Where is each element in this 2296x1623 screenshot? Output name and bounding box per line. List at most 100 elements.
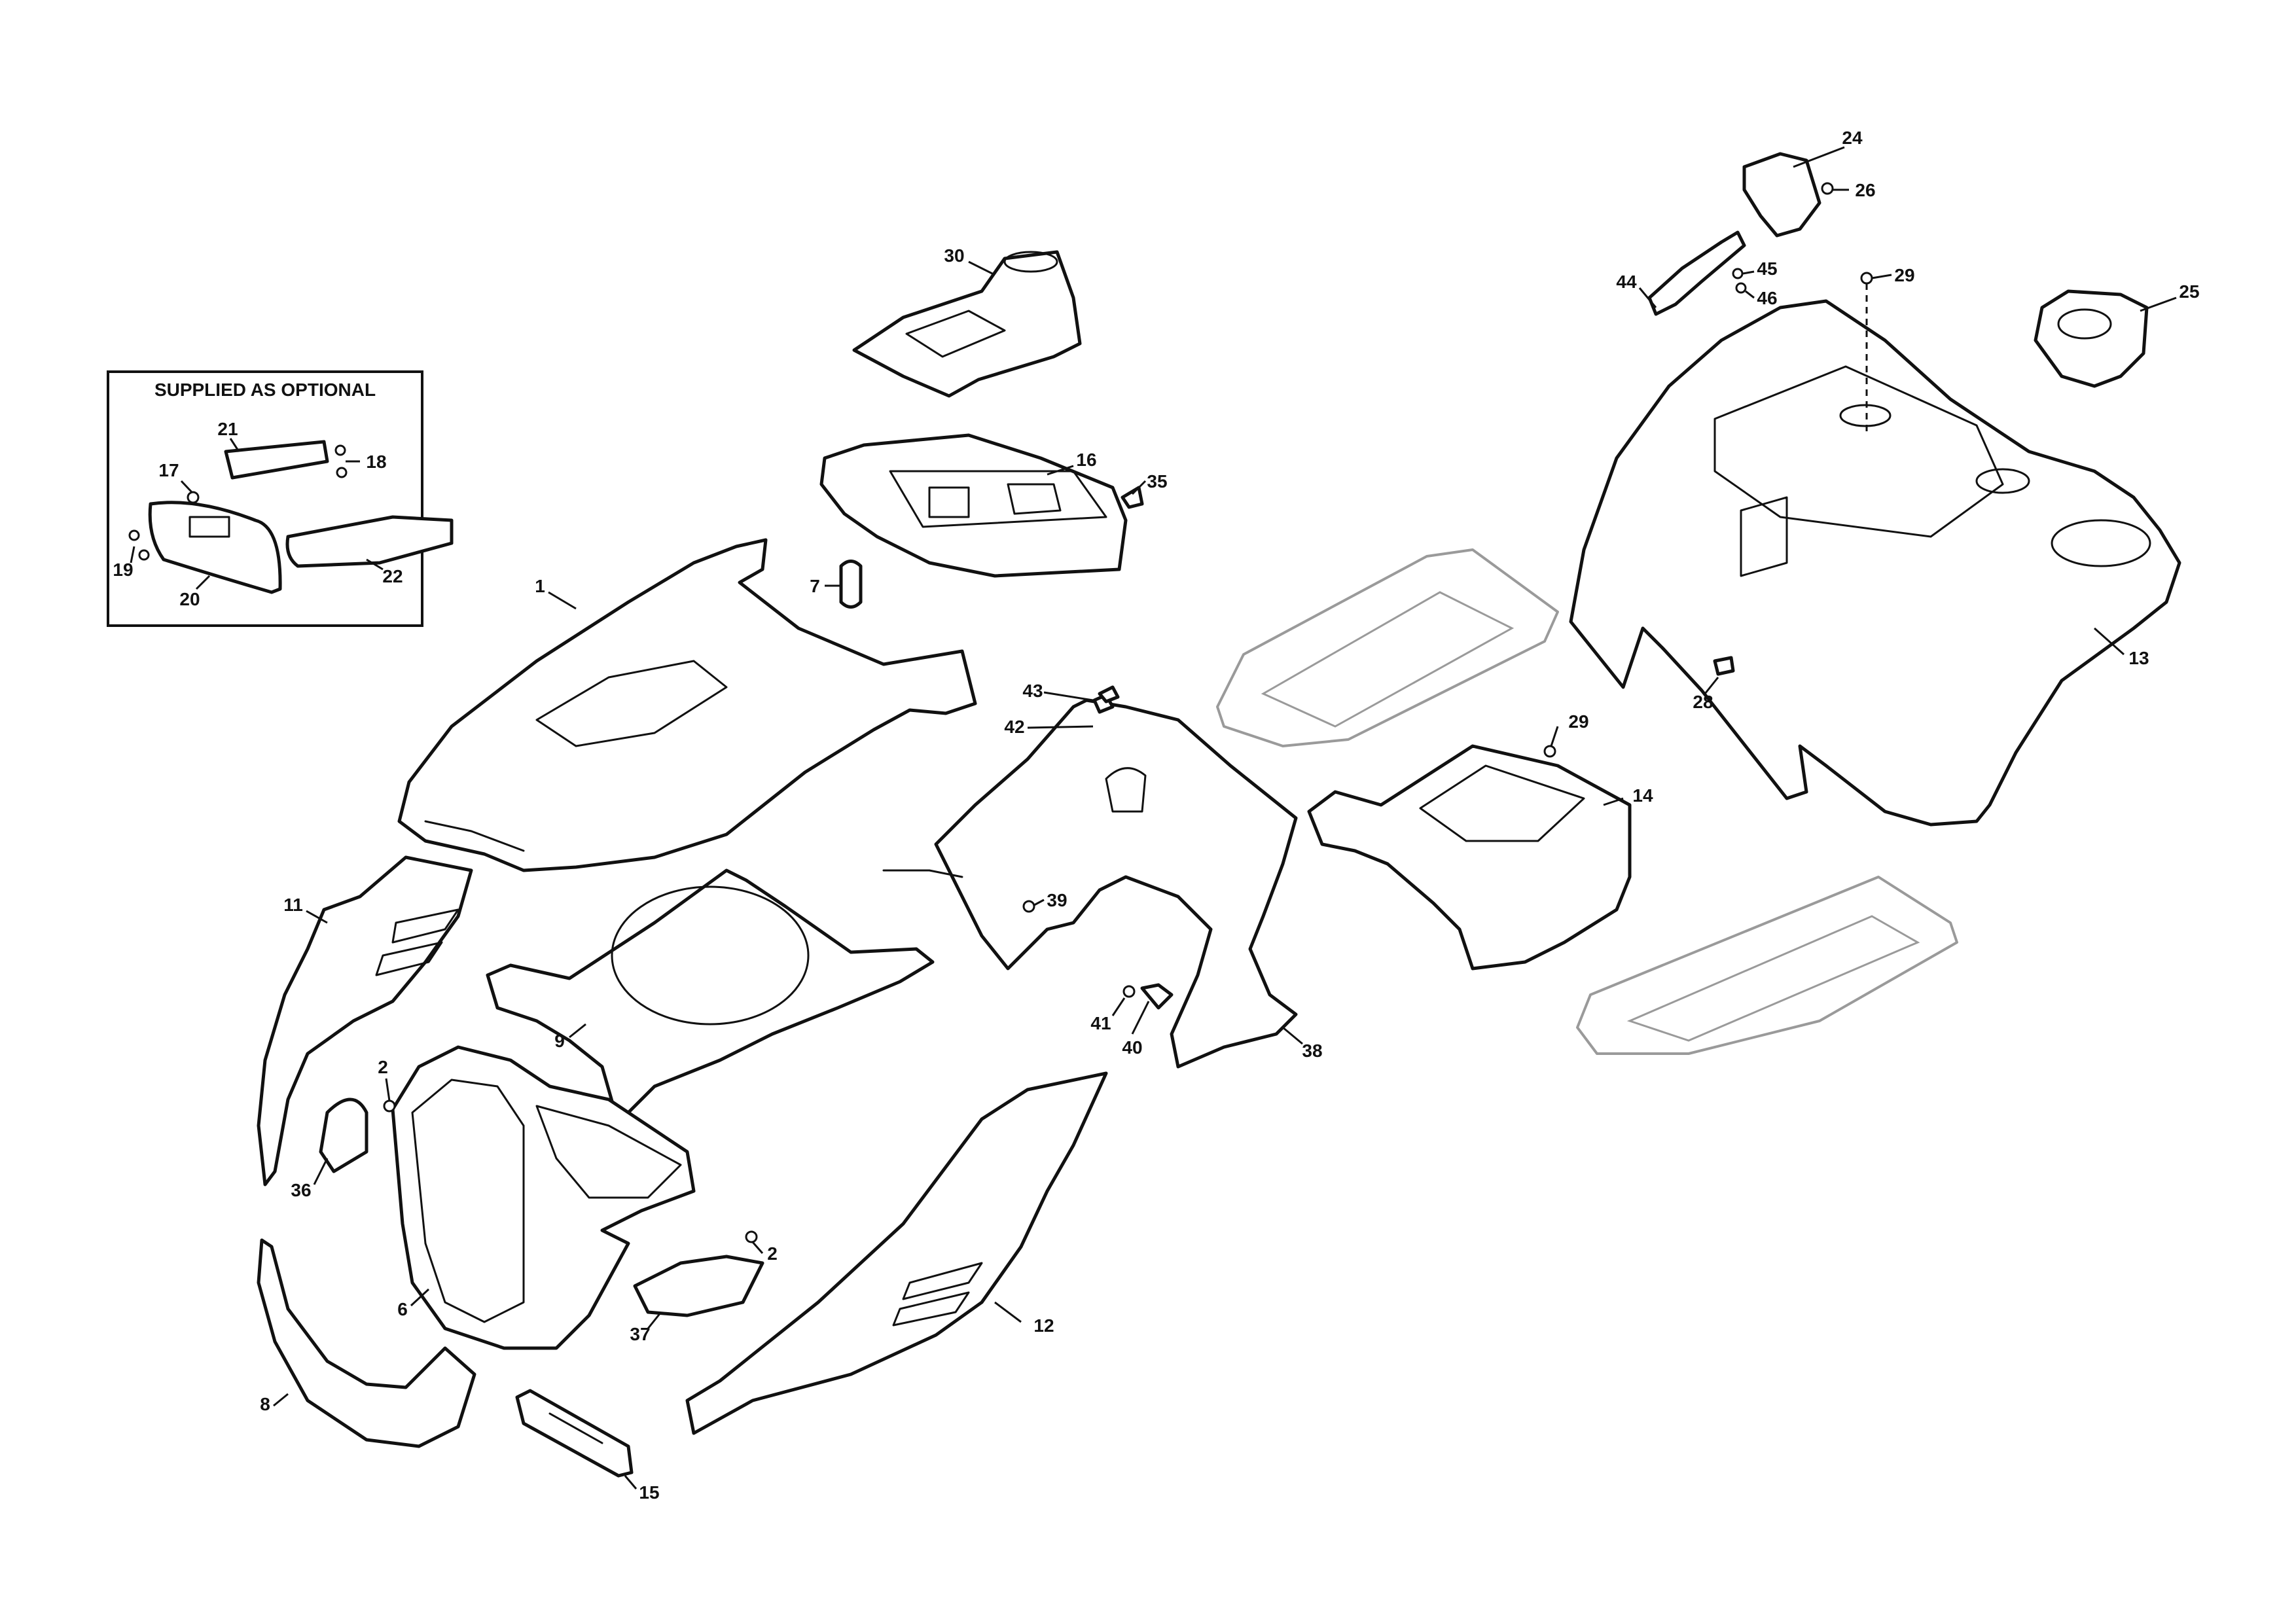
leader-9 (569, 1023, 586, 1039)
part-39-screw (1022, 900, 1035, 913)
part-18-screw-a (334, 444, 346, 456)
part-38-shroud (882, 698, 1298, 1069)
callout-29-upper: 29 (1894, 265, 1914, 285)
callout-37: 37 (630, 1324, 650, 1344)
part-16-dash-frame (819, 433, 1128, 578)
callout-18: 18 (366, 452, 386, 472)
leader-17 (180, 480, 193, 493)
part-9-chassis-panel (486, 868, 935, 1115)
part-38-opening (1105, 767, 1147, 813)
part-2-screw-upper (383, 1099, 396, 1113)
part-12-side-panel (685, 1071, 1108, 1435)
part-13-seat-well (1713, 365, 2004, 538)
callout-45: 45 (1757, 259, 1777, 279)
leader-11 (306, 910, 328, 924)
callout-13: 13 (2128, 648, 2149, 668)
part-19-screw-a (128, 529, 140, 541)
part-1-top-panel (535, 660, 728, 747)
leader-20 (195, 575, 211, 590)
callout-26: 26 (1855, 180, 1875, 200)
leader-2-upper (385, 1078, 391, 1101)
leader-15 (624, 1475, 637, 1489)
part-19-screw-b (138, 549, 150, 561)
callout-8: 8 (260, 1394, 270, 1414)
part-41-screw (1122, 985, 1136, 998)
callout-11: 11 (283, 895, 303, 915)
callout-46: 46 (1757, 288, 1777, 308)
part-2-screw-lower (745, 1230, 758, 1243)
leader-29-upper (1871, 274, 1892, 279)
part-13-cupholder-a (1839, 404, 1892, 427)
callout-labels: 1 2 2 6 7 8 9 11 12 13 14 15 16 17 18 19… (113, 128, 2199, 1503)
part-9-center-hole (611, 885, 810, 1026)
leader-8 (273, 1393, 289, 1407)
callout-24: 24 (1842, 128, 1863, 148)
part-13-side-pocket (2051, 519, 2151, 567)
callout-15: 15 (639, 1482, 659, 1503)
leader-45 (1742, 270, 1755, 275)
leader-14 (1603, 797, 1624, 806)
leader-2-lower (751, 1241, 764, 1254)
part-15-slot (548, 1412, 603, 1444)
callout-38: 38 (1302, 1041, 1322, 1061)
leader-6 (410, 1288, 430, 1307)
callout-17: 17 (158, 460, 179, 480)
callout-42: 42 (1004, 717, 1024, 737)
optional-parts-box: SUPPLIED AS OPTIONAL (107, 370, 454, 627)
part-6-side-wing (535, 1105, 682, 1199)
part-26-screw (1821, 182, 1834, 195)
part-28 (1713, 656, 1735, 676)
part-15-bracket (515, 1389, 634, 1478)
part-43 (1098, 685, 1120, 704)
callout-22: 22 (382, 566, 403, 586)
leader-42 (1027, 725, 1094, 729)
part-1-hood (397, 538, 977, 872)
leader-16 (1047, 465, 1074, 476)
leader-41 (1111, 997, 1126, 1016)
callout-35: 35 (1147, 471, 1167, 491)
part-38-body (934, 698, 1298, 1069)
part-40 (1140, 983, 1174, 1010)
part-25-cupholder (2034, 289, 2149, 388)
part-6-body (391, 1045, 696, 1350)
callout-1: 1 (535, 576, 545, 596)
part-36 (319, 1097, 368, 1173)
part-15-body (515, 1389, 634, 1478)
callout-40: 40 (1122, 1037, 1142, 1058)
leader-36 (313, 1158, 329, 1185)
part-46-nut (1735, 282, 1747, 294)
part-14-body (1307, 744, 1632, 971)
floor-plate-lower-pattern (1626, 915, 1920, 1042)
part-6-front-grille (391, 1045, 696, 1350)
leader-12 (994, 1301, 1022, 1323)
part-30-dash-cover (852, 250, 1082, 398)
callout-30: 30 (944, 245, 964, 266)
part-6-mesh-area (411, 1079, 525, 1323)
floor-plate-upper (1216, 548, 1559, 747)
callout-44: 44 (1616, 272, 1637, 292)
part-1-body (397, 538, 977, 872)
part-21 (224, 440, 329, 480)
leader-24 (1793, 146, 1845, 168)
leader-44 (1638, 287, 1657, 308)
leader-35 (1131, 480, 1147, 495)
leader-13 (2094, 627, 2125, 656)
leader-22 (366, 558, 384, 571)
part-20-slot (188, 516, 230, 538)
part-8-lower-trim (257, 1238, 476, 1448)
part-9-body (486, 868, 935, 1115)
callout-19: 19 (113, 560, 133, 580)
callout-43: 43 (1022, 681, 1043, 701)
part-29-screw-lower (1543, 745, 1556, 758)
part-16-top-opening (889, 470, 1107, 528)
callout-28: 28 (1693, 692, 1713, 712)
part-12-vent-b (892, 1291, 970, 1327)
part-14-top-opening (1419, 764, 1585, 842)
part-12-body (685, 1071, 1108, 1435)
part-45-washer (1732, 268, 1744, 279)
callout-20: 20 (179, 589, 200, 609)
leader-21 (229, 438, 240, 452)
leader-30 (968, 260, 996, 276)
part-17-nut (187, 491, 200, 504)
